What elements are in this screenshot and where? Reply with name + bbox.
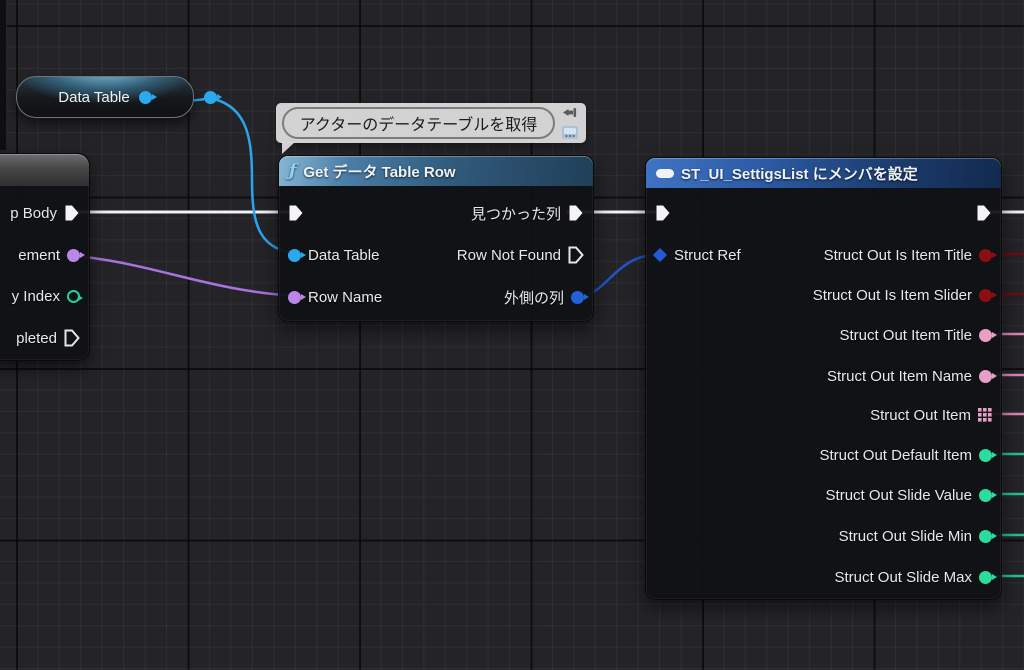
partial-node-edge xyxy=(0,0,7,150)
pin-label-out-row: 外側の列 xyxy=(503,289,564,307)
exec-pin-hollow-icon[interactable] xyxy=(64,329,80,347)
node-foreach-loop-partial[interactable]: p Body ement y Index pleted xyxy=(0,153,90,361)
exec-out-pin-icon[interactable] xyxy=(976,204,992,222)
data-table-input-pin[interactable] xyxy=(288,248,306,262)
float-out-pin[interactable] xyxy=(979,448,997,462)
pin-label-loop-body: p Body xyxy=(10,204,57,222)
pin-label-array-element: ement xyxy=(18,246,60,264)
pin-label-data-table: Data Table xyxy=(308,246,380,264)
reroute-node[interactable] xyxy=(204,91,222,104)
get-row-node-title: Get データ Table Row xyxy=(303,163,456,181)
node-data-table-variable[interactable]: Data Table xyxy=(16,76,194,118)
pin-label-out-item: Struct Out Item xyxy=(870,406,971,424)
pin-label-out-slide-min: Struct Out Slide Min xyxy=(838,527,972,545)
bool-out-pin[interactable] xyxy=(979,248,997,262)
bool-out-pin[interactable] xyxy=(979,288,997,302)
exec-out-pin-icon[interactable] xyxy=(568,204,584,222)
array-pin-icon[interactable] xyxy=(978,408,992,422)
exec-pin-hollow-icon[interactable] xyxy=(568,246,584,264)
bubble-toggle-icon[interactable] xyxy=(562,126,578,139)
pin-label-completed: pleted xyxy=(16,329,57,347)
text-out-pin[interactable] xyxy=(979,369,997,383)
pin-label-out-slide-value: Struct Out Slide Value xyxy=(825,486,972,504)
struct-ref-pin[interactable] xyxy=(652,247,668,263)
float-out-pin[interactable] xyxy=(979,488,997,502)
pin-label-out-slide-max: Struct Out Slide Max xyxy=(834,568,972,586)
comment-bubble[interactable]: アクターのデータテーブルを取得 xyxy=(276,103,586,143)
data-table-output-pin[interactable] xyxy=(138,90,157,104)
get-row-node-header[interactable]: ƒ Get データ Table Row xyxy=(279,156,593,186)
exec-in-pin-icon[interactable] xyxy=(288,204,304,222)
array-element-pin[interactable] xyxy=(67,248,85,262)
pin-label-out-item-title: Struct Out Item Title xyxy=(839,326,972,344)
pin-label-row-not-found: Row Not Found xyxy=(456,246,561,264)
exec-pin-icon[interactable] xyxy=(64,204,80,222)
set-members-node-title: ST_UI_SettigsList にメンバを設定 xyxy=(681,165,918,183)
foreach-node-header[interactable] xyxy=(0,154,89,186)
pushpin-icon[interactable] xyxy=(562,107,578,118)
variable-pill-label: Data Table xyxy=(58,88,130,106)
pin-label-out-default-item: Struct Out Default Item xyxy=(819,446,972,464)
node-set-members-in-struct[interactable]: ST_UI_SettigsList にメンバを設定 Struct Ref Str… xyxy=(645,157,1002,600)
text-out-pin[interactable] xyxy=(979,328,997,342)
float-out-pin[interactable] xyxy=(979,570,997,584)
row-name-input-pin[interactable] xyxy=(288,290,306,304)
struct-icon xyxy=(656,168,674,178)
set-members-node-header[interactable]: ST_UI_SettigsList にメンバを設定 xyxy=(646,158,1001,188)
exec-in-pin-icon[interactable] xyxy=(655,204,671,222)
comment-bubble-text: アクターのデータテーブルを取得 xyxy=(282,107,555,139)
pin-label-row-name: Row Name xyxy=(308,288,383,306)
pin-label-struct-ref: Struct Ref xyxy=(674,246,741,264)
pin-label-out-item-name: Struct Out Item Name xyxy=(826,367,972,385)
pin-label-out-is-item-title: Struct Out Is Item Title xyxy=(823,246,972,264)
float-out-pin[interactable] xyxy=(979,529,997,543)
pin-label-array-index: y Index xyxy=(11,287,60,305)
pin-label-row-found: 見つかった列 xyxy=(470,205,561,223)
node-get-data-table-row[interactable]: ƒ Get データ Table Row 見つかった列 Data Table Ro… xyxy=(278,155,594,322)
array-index-pin[interactable] xyxy=(67,289,83,303)
pin-label-out-is-item-slider: Struct Out Is Item Slider xyxy=(812,286,972,304)
function-icon: ƒ xyxy=(289,161,297,181)
out-row-pin[interactable] xyxy=(571,290,589,304)
comment-bubble-tail xyxy=(282,142,295,154)
